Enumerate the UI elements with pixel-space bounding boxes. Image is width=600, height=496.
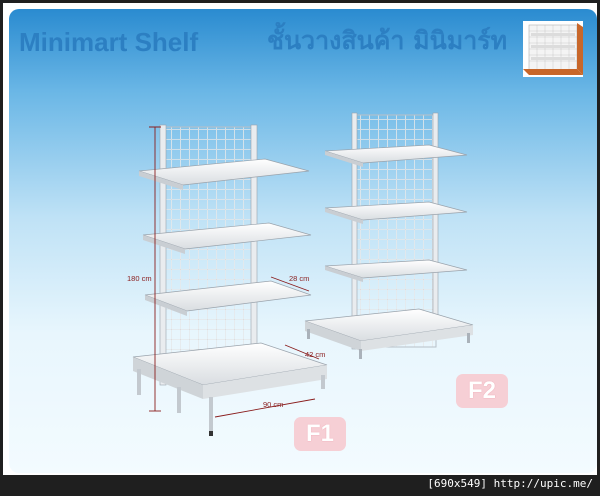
shelf-f2 [304, 112, 474, 359]
title-bar: Minimart Shelf ชั้นวางสินค้า มินิมาร์ท [9, 9, 597, 81]
dimension-lines [149, 126, 320, 418]
dimension-width-label: 90 cm [263, 400, 283, 409]
title-english: Minimart Shelf [19, 27, 199, 57]
shelf-illustration: 180 cm 28 cm 42 cm 90 cm [127, 112, 474, 436]
shelf-f2-badge: F2 [456, 374, 508, 408]
shelf-f1 [132, 124, 328, 436]
dimension-shelf-depth-label: 28 cm [289, 274, 309, 283]
product-panel: Minimart Shelf ชั้นวางสินค้า มินิมาร์ท [9, 9, 597, 473]
title-thai: ชั้นวางสินค้า มินิมาร์ท [267, 26, 508, 55]
dimension-height-label: 180 cm [127, 274, 152, 283]
thumbnail-shelf-image [523, 21, 583, 77]
watermark-text: [690x549] http://upic.me/ [427, 477, 593, 490]
watermark-bar: [690x549] http://upic.me/ [3, 475, 597, 493]
shelf-f1-badge: F1 [294, 417, 346, 451]
dimension-base-depth-label: 42 cm [305, 350, 325, 359]
